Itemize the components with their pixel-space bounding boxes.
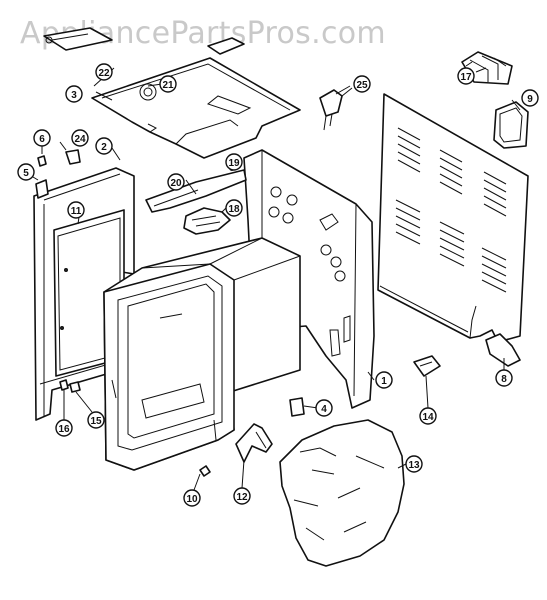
callout-label: 10: [186, 494, 198, 505]
screw-part-10: [199, 465, 211, 477]
rear-panel-part: [377, 93, 529, 367]
callout-11: 11: [67, 201, 85, 219]
callout-label: 5: [23, 168, 29, 179]
callout-label: 4: [321, 404, 327, 415]
callout-20: 20: [167, 173, 185, 191]
callout-label: 17: [460, 72, 472, 83]
bracket-clip-part: [35, 179, 49, 199]
callout-label: 21: [162, 80, 174, 91]
callout-24: 24: [71, 129, 89, 147]
small-panel-part: [493, 101, 529, 149]
callout-label: 25: [356, 80, 368, 91]
latch-part: [289, 397, 305, 417]
washer-part: [69, 381, 81, 393]
leader-lines: [27, 67, 521, 491]
callout-label: 8: [501, 374, 507, 385]
callout-4: 4: [315, 399, 333, 417]
callout-label: 9: [527, 94, 533, 105]
insulation-blanket-part: [279, 419, 405, 567]
callout-label: 20: [170, 178, 182, 189]
oven-cavity-part: [103, 237, 301, 471]
callout-label: 11: [71, 206, 82, 217]
screw-part: [37, 155, 47, 167]
callout-label: 6: [39, 134, 45, 145]
callout-1: 1: [375, 371, 393, 389]
callout-5: 5: [17, 163, 35, 181]
bracket-part: [413, 355, 441, 377]
terminal-block-part: [319, 87, 353, 131]
callout-15: 15: [87, 411, 105, 429]
callout-12: 12: [233, 487, 251, 505]
callout-18: 18: [225, 199, 243, 217]
callout-10: 10: [183, 489, 201, 507]
door-hinge-part: [235, 423, 273, 463]
callout-14: 14: [419, 407, 437, 425]
callout-21: 21: [159, 75, 177, 93]
callout-3: 3: [65, 85, 83, 103]
callout-9: 9: [521, 89, 539, 107]
top-clip-part: [43, 27, 113, 51]
callout-19: 19: [225, 153, 243, 171]
callout-label: 13: [408, 460, 420, 471]
callout-17: 17: [457, 67, 475, 85]
callout-6: 6: [33, 129, 51, 147]
callout-label: 18: [228, 204, 240, 215]
callout-25: 25: [353, 75, 371, 93]
callout-label: 3: [71, 90, 77, 101]
callout-label: 14: [422, 412, 434, 423]
callout-label: 15: [90, 416, 102, 427]
callout-label: 12: [236, 492, 248, 503]
callout-8: 8: [495, 369, 513, 387]
small-clip-part: [65, 149, 81, 165]
callout-label: 2: [101, 142, 107, 153]
top-bracket-part: [207, 37, 245, 55]
callout-label: 16: [58, 424, 70, 435]
callout-16: 16: [55, 419, 73, 437]
callout-label: 19: [228, 158, 240, 169]
callout-22: 22: [95, 63, 113, 81]
callout-2: 2: [95, 137, 113, 155]
top-plate-part: [91, 57, 301, 159]
small-screw-part: [59, 379, 69, 391]
callout-13: 13: [405, 455, 423, 473]
hinge-assembly-part: [145, 165, 247, 235]
callout-label: 1: [381, 376, 387, 387]
callout-label: 22: [98, 68, 110, 79]
callout-label: 24: [74, 134, 86, 145]
